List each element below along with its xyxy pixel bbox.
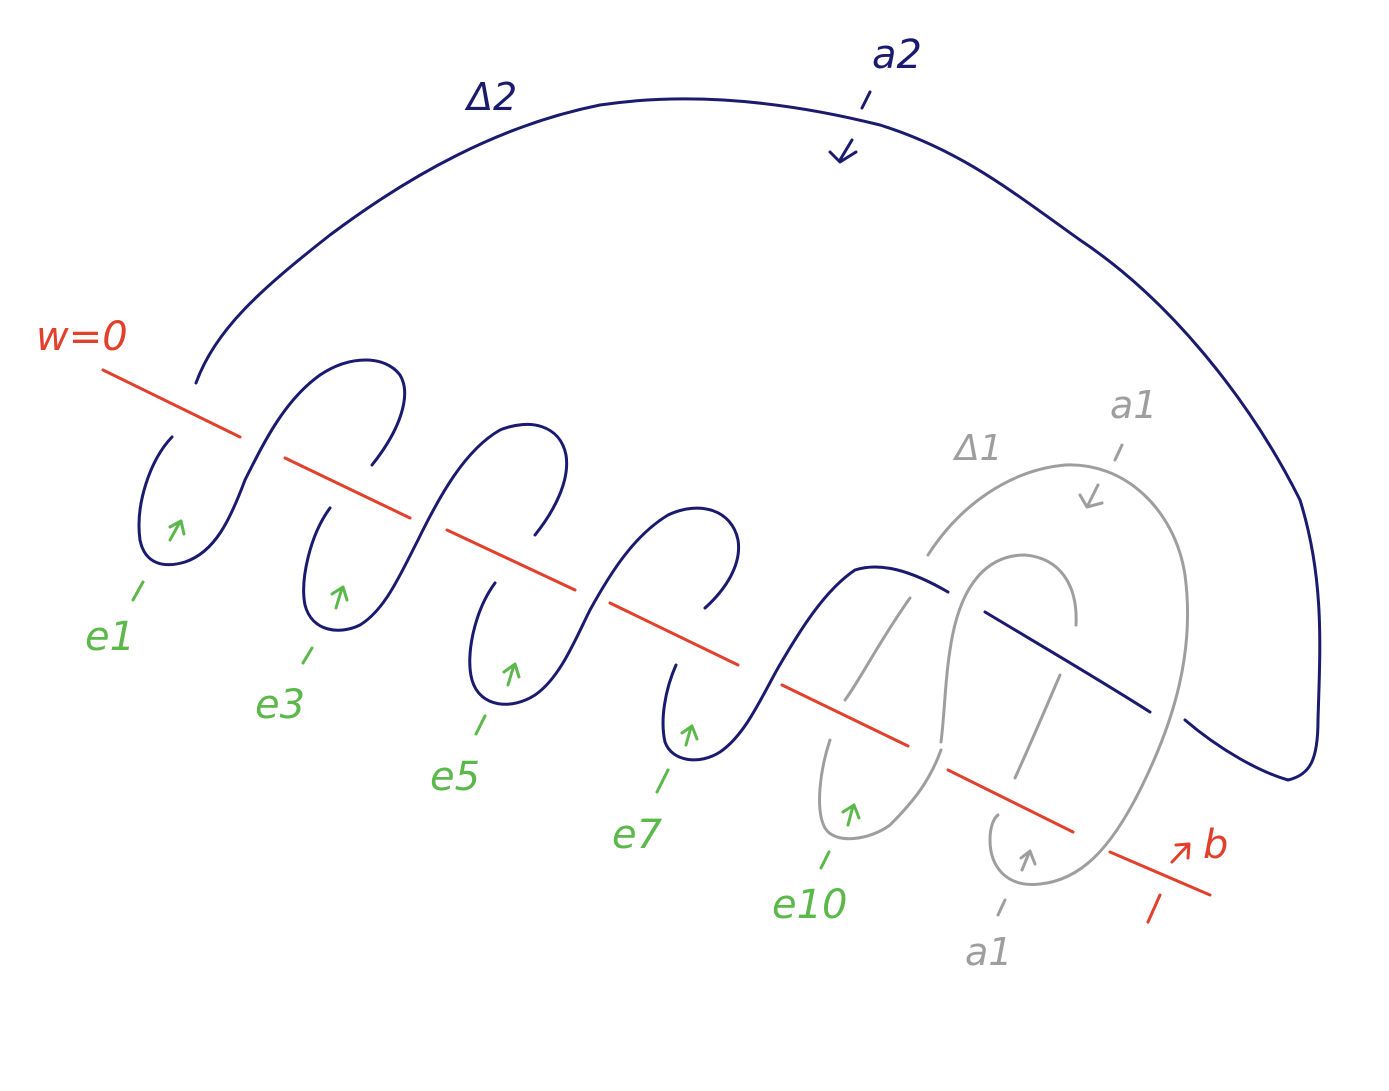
loop-e3 xyxy=(302,422,569,632)
label-e-1: e1 xyxy=(85,614,135,660)
label-b: b xyxy=(1203,822,1228,868)
loop-e5 xyxy=(468,506,741,706)
delta-2-outer-arc xyxy=(194,97,1322,782)
e3-tick xyxy=(301,646,314,665)
label-w-equals-0: w=0 xyxy=(36,314,128,360)
label-delta-2: Δ2 xyxy=(464,75,517,119)
a1-top-arrow xyxy=(1078,483,1104,509)
label-a-1-top: a1 xyxy=(1110,383,1157,427)
labels: w=0 Δ2 a2 Δ1 a1 a1 b e1 e3 e5 e7 e10 xyxy=(36,32,1228,974)
delta-2-tail xyxy=(983,610,1152,714)
red-seg-3 xyxy=(445,528,577,592)
e7-arrow xyxy=(680,724,699,747)
red-seg-1 xyxy=(101,368,242,439)
e1-arrow xyxy=(168,519,186,542)
a1-top-tick xyxy=(1113,443,1124,462)
delta-1-lower-loop xyxy=(818,738,943,841)
a2-marker xyxy=(828,90,872,164)
delta-1-right-strand xyxy=(1013,673,1062,780)
red-seg-6 xyxy=(946,768,1075,834)
delta-1-outer-loop xyxy=(926,463,1190,886)
delta-1-left-strand xyxy=(843,596,912,702)
b-tick xyxy=(1146,893,1162,924)
label-a-2: a2 xyxy=(872,32,922,78)
loop-e7 xyxy=(661,565,950,762)
e5-tick xyxy=(474,714,487,736)
a2-arrow xyxy=(828,138,858,164)
delta-1-inner-loop xyxy=(939,553,1078,744)
red-seg-5 xyxy=(780,683,910,748)
b-arrow xyxy=(1170,842,1191,864)
red-seg-2 xyxy=(283,456,412,520)
label-e-3: e3 xyxy=(255,682,305,728)
label-e-7: e7 xyxy=(612,812,663,858)
label-e-10: e10 xyxy=(772,882,848,928)
label-a-1-bottom: a1 xyxy=(965,930,1012,974)
e10-arrow xyxy=(841,803,861,827)
e-markers xyxy=(131,519,861,870)
e5-arrow xyxy=(502,662,521,687)
delta-1-curve xyxy=(818,443,1190,917)
e3-arrow xyxy=(330,585,349,610)
label-delta-1: Δ1 xyxy=(952,428,1003,469)
loop-e1 xyxy=(137,358,407,567)
a2-tick xyxy=(860,90,872,110)
red-seg-7 xyxy=(1108,850,1212,897)
e7-tick xyxy=(655,768,670,794)
label-e-5: e5 xyxy=(430,754,480,800)
red-seg-4 xyxy=(608,601,740,667)
a1-bottom-arrow xyxy=(1019,849,1037,872)
a1-bottom-tick xyxy=(996,898,1007,917)
red-curve xyxy=(101,368,1212,924)
e10-tick xyxy=(819,850,831,870)
e1-tick xyxy=(131,580,145,602)
delta-2-curve xyxy=(137,97,1322,782)
